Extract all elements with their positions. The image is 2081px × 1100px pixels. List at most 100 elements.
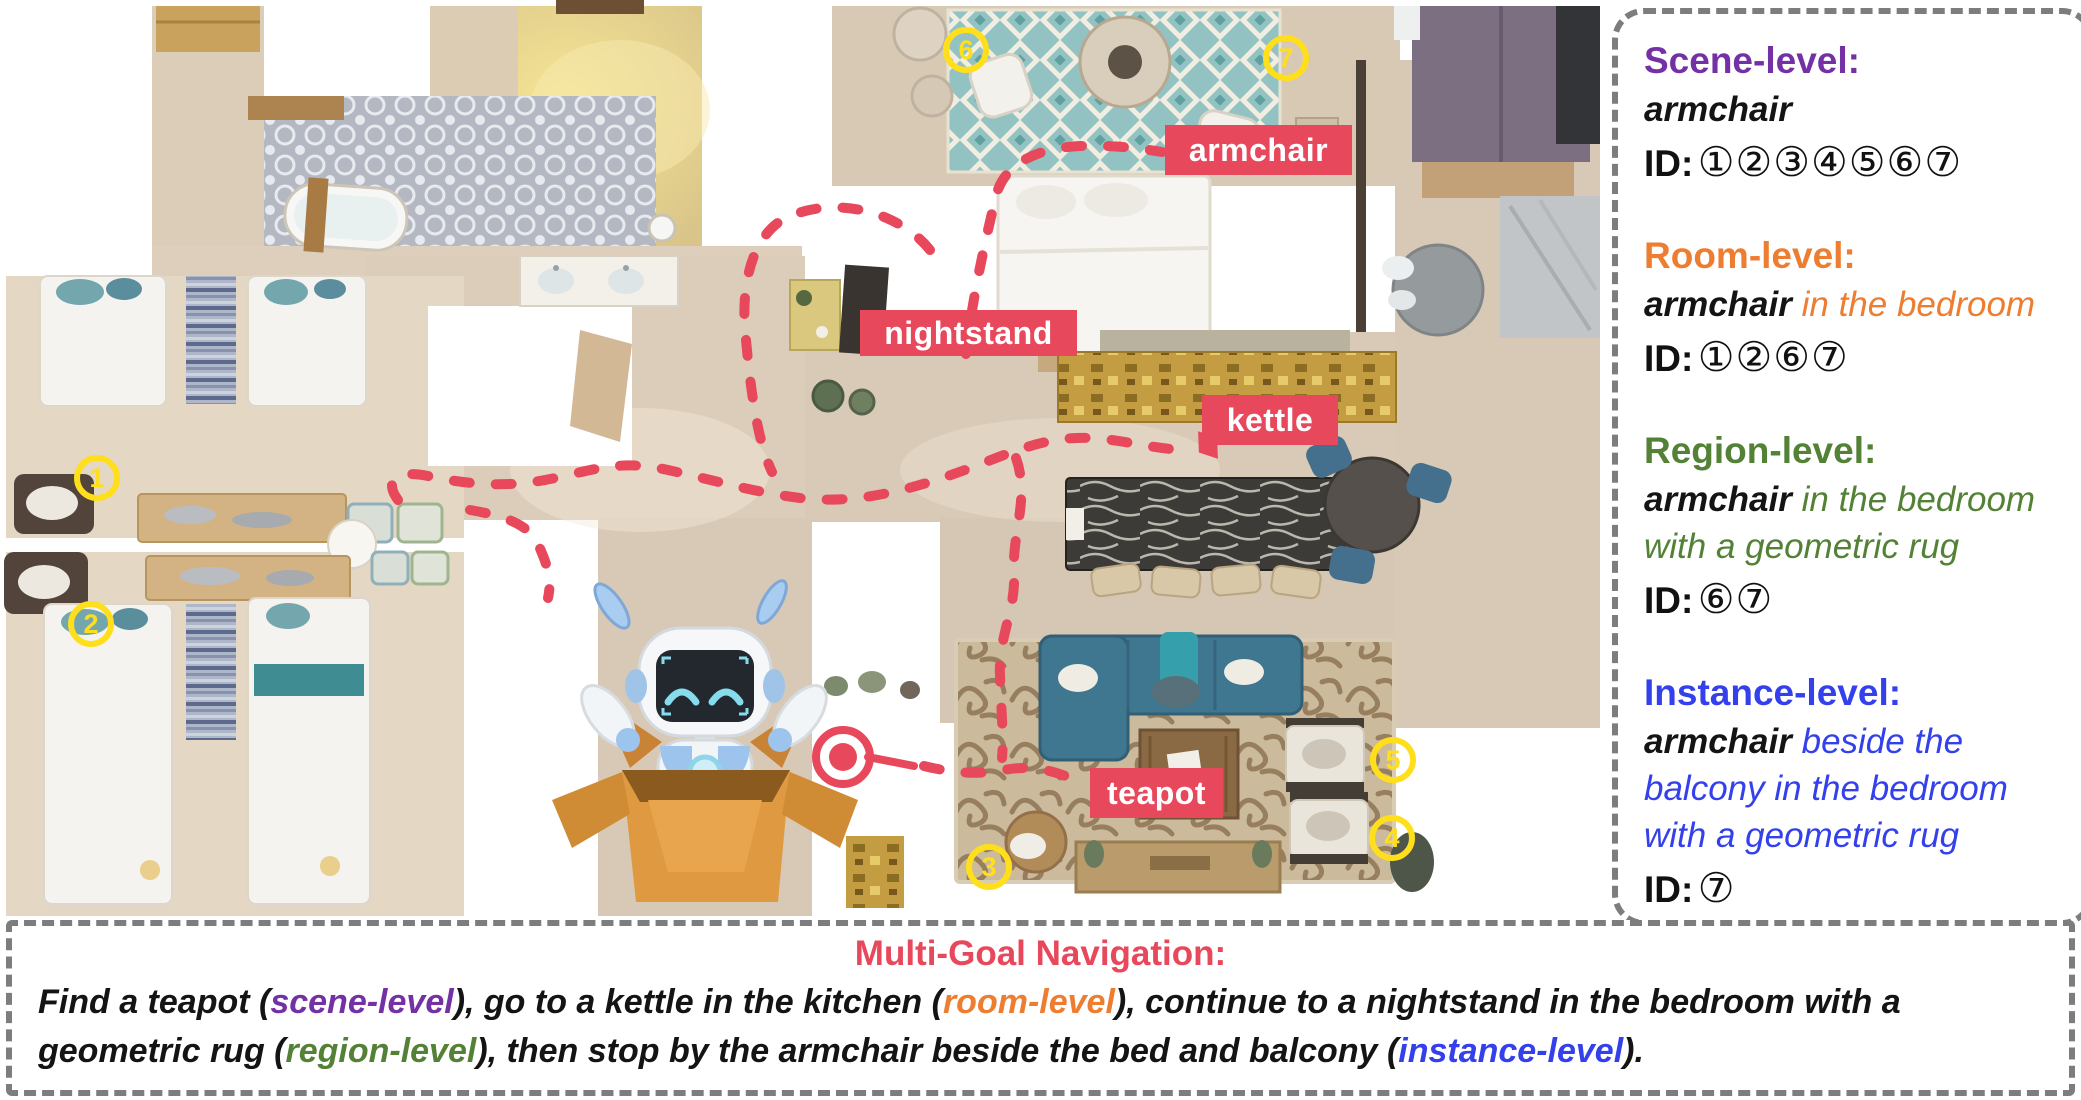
pouf: [410, 550, 450, 586]
dark-armchair-1: [14, 474, 94, 534]
label-kettle: kettle: [1198, 395, 1338, 459]
corridor-props: [811, 379, 920, 908]
round-dark-table: [1323, 456, 1421, 554]
pouf: [396, 502, 444, 544]
task-segment: ), continue to a nightstand in the bedro…: [38, 983, 1901, 1070]
map-id-6: 6: [943, 27, 989, 73]
panel-section-scene: Scene-level: armchair ID: ①②③④⑤⑥⑦: [1644, 36, 2040, 201]
label-teapot: teapot: [1090, 768, 1223, 818]
room-ids: ①②⑥⑦: [1697, 333, 1849, 381]
teal-blanket: [254, 664, 364, 696]
task-segment: ).: [1623, 1032, 1644, 1070]
map-id-3: 3: [966, 844, 1012, 890]
blue-sofa: [1038, 632, 1304, 762]
bed: [39, 275, 167, 407]
task-segment: ), then stop by the armchair beside the …: [476, 1032, 1399, 1070]
panel-section-instance: Instance-level: armchair beside the balc…: [1644, 668, 2040, 927]
bedroom-left-bottom: [4, 550, 450, 905]
task-segment: Find a teapot (: [38, 983, 271, 1021]
bed: [247, 275, 367, 407]
path-kettle-to-living: [994, 453, 1027, 763]
task-segment: instance-level: [1398, 1032, 1624, 1070]
toilet: [647, 213, 677, 243]
path-to-teapot: [919, 761, 1091, 791]
id-label: ID:: [1644, 143, 1694, 184]
bedroom-geometric-rug: [789, 6, 1339, 372]
dark-armchair-2: [4, 552, 88, 614]
armchair-4: [1289, 792, 1369, 864]
object-term: armchair: [1644, 722, 1792, 761]
bed: [247, 597, 371, 905]
door: [570, 330, 632, 442]
bed: [43, 603, 173, 905]
room-qualifier: in the bedroom: [1791, 285, 2036, 324]
floorplan-map: armchair nightstand kettle teapot 1 2 3 …: [4, 0, 1600, 916]
instance-ids: ⑦: [1697, 864, 1736, 912]
path-nightstand-loop: [739, 202, 935, 477]
sideboard: [1556, 6, 1600, 144]
scene-ids: ①②③④⑤⑥⑦: [1697, 138, 1963, 186]
console-table: [1074, 840, 1282, 894]
gilded-cabinet: [846, 836, 904, 908]
region-level-title: Region-level:: [1644, 430, 1877, 471]
wardrobe: [556, 0, 644, 14]
armchair-5: [1285, 718, 1365, 792]
task-segment: room-level: [942, 983, 1115, 1021]
vanity-sink: [519, 255, 679, 307]
floorplan-svg: [4, 0, 1600, 916]
instance-level-title: Instance-level:: [1644, 672, 1902, 713]
object-term: armchair: [1644, 285, 1792, 324]
kitchen: [1057, 330, 1397, 423]
object-term: armchair: [1644, 480, 1792, 519]
start-marker: [812, 726, 918, 788]
map-id-1: 1: [74, 455, 120, 501]
id-label: ID:: [1644, 338, 1694, 379]
basket: [1004, 810, 1068, 874]
task-box: Multi-Goal Navigation: Find a teapot (sc…: [6, 920, 2075, 1096]
region-qualifier: in the bedroom with a geometric rug: [1644, 480, 2036, 566]
dining-area: [1065, 436, 1452, 600]
blue-chairs: [1306, 436, 1452, 584]
runner-rug: [186, 604, 236, 740]
region-ids: ⑥⑦: [1697, 575, 1774, 623]
bathtub: [283, 177, 409, 253]
path-branch-start: [465, 505, 555, 603]
path-main-corridor: [387, 432, 1197, 505]
gray-ottoman: [1382, 243, 1485, 337]
map-id-5: 5: [1370, 737, 1416, 783]
robot-mascot: [552, 579, 858, 902]
map-id-7: 7: [1263, 35, 1309, 81]
bathroom: [156, 0, 679, 442]
map-id-2: 2: [68, 601, 114, 647]
console-desk: [145, 555, 351, 601]
task-segment: region-level: [285, 1032, 477, 1070]
wall-line: [1356, 60, 1366, 332]
task-segment: ), go to a kettle in the kitchen (: [453, 983, 943, 1021]
robot-eye-left: [664, 688, 700, 706]
id-label: ID:: [1644, 580, 1694, 621]
map-id-4: 4: [1369, 815, 1415, 861]
white-armchair-6: [968, 52, 1034, 119]
scene-level-title: Scene-level:: [1644, 40, 1860, 81]
dining-table: [1065, 477, 1355, 571]
instance-qualifier: beside the balcony in the bedroom with a…: [1644, 722, 2008, 855]
task-title: Multi-Goal Navigation:: [854, 934, 1227, 973]
living-room: [954, 632, 1434, 894]
panel-section-room: Room-level: armchair in the bedroom ID: …: [1644, 231, 2040, 396]
panel-section-region: Region-level: armchair in the bedroom wi…: [1644, 426, 2040, 638]
pouf: [370, 550, 410, 586]
object-term: armchair: [1644, 90, 1792, 129]
room-level-title: Room-level:: [1644, 235, 1856, 276]
bedroom-left-top: [14, 275, 444, 569]
label-armchair: armchair: [1165, 125, 1352, 175]
robot-eye-right: [708, 688, 744, 706]
hierarchy-legend-panel: Scene-level: armchair ID: ①②③④⑤⑥⑦ Room-l…: [1612, 8, 2081, 926]
label-nightstand: nightstand: [860, 310, 1077, 356]
task-segment: scene-level: [270, 983, 454, 1021]
navigation-path: [387, 140, 1197, 791]
path-to-armchair: [961, 140, 1167, 359]
id-label: ID:: [1644, 869, 1694, 910]
purple-bed-room: [1356, 6, 1600, 338]
runner-rug: [186, 276, 236, 404]
